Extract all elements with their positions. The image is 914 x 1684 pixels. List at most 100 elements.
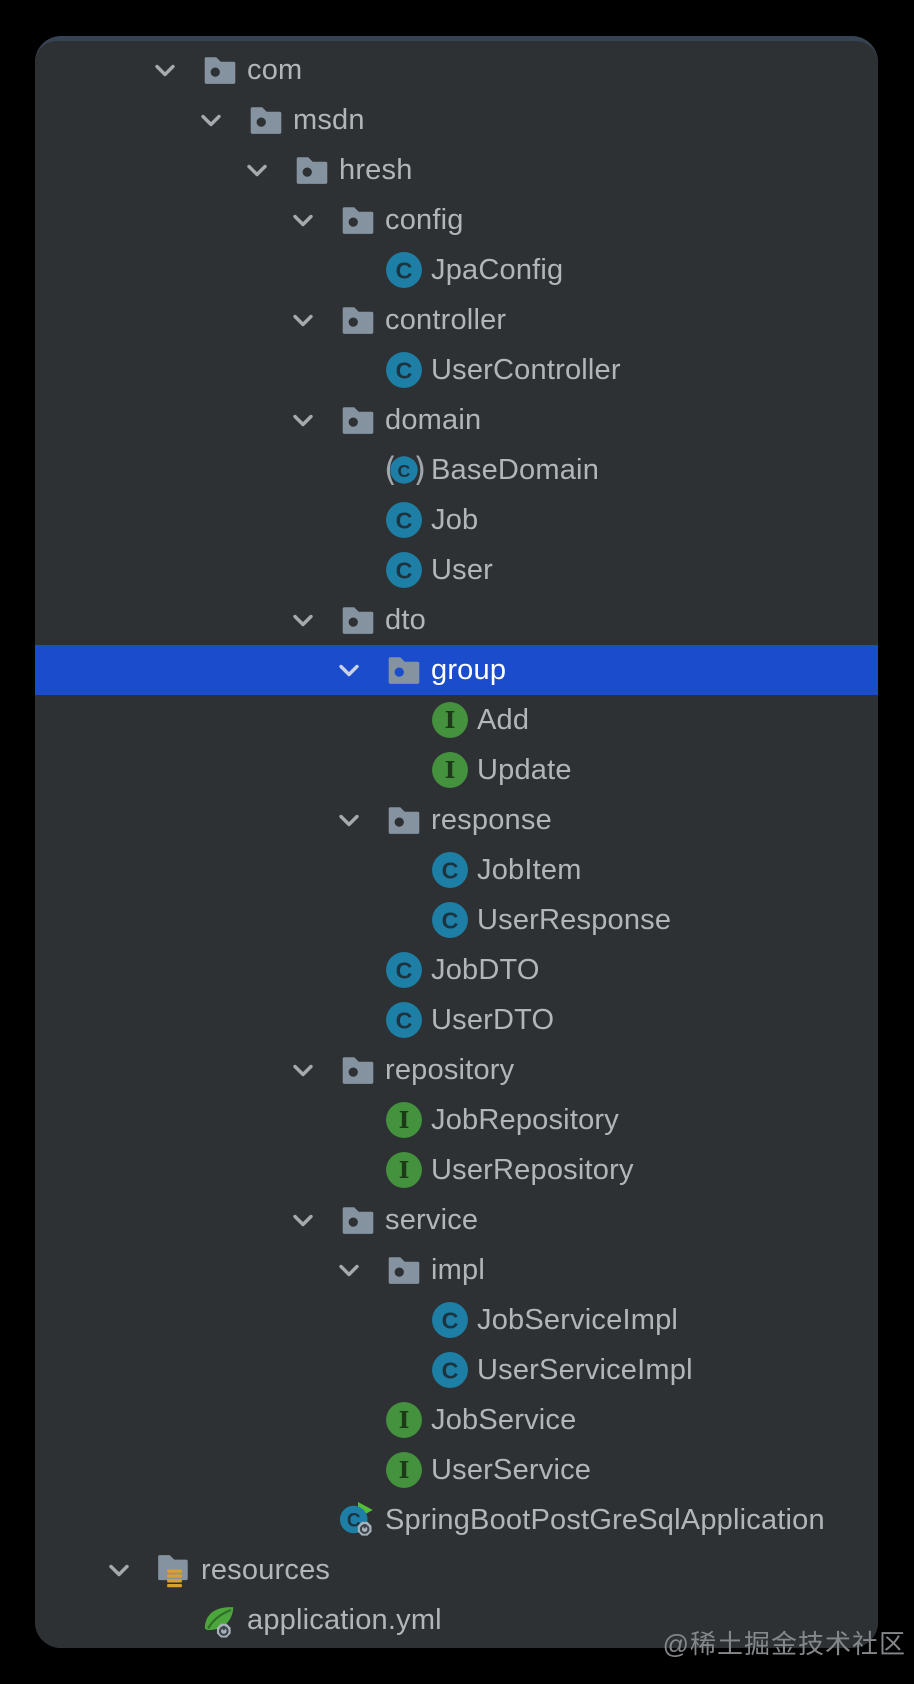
svg-text:C: C — [398, 461, 411, 481]
chevron-down-icon[interactable] — [101, 1552, 137, 1588]
tree-item-group[interactable]: group — [35, 645, 878, 695]
chevron-down-icon[interactable] — [331, 802, 367, 838]
tree-item-label: config — [385, 203, 464, 236]
tree-item-application-yml[interactable]: application.yml — [35, 1595, 878, 1645]
svg-text:C: C — [396, 557, 413, 583]
package-folder-icon — [339, 1051, 377, 1089]
tree-item-resources[interactable]: resources — [35, 1545, 878, 1595]
chevron-down-icon[interactable] — [193, 102, 229, 138]
tree-item-label: UserDTO — [431, 1003, 555, 1036]
tree-item-hresh[interactable]: hresh — [35, 145, 878, 195]
chevron-spacer — [331, 502, 367, 538]
tree-item-label: UserServiceImpl — [477, 1353, 693, 1386]
interface-icon: I — [385, 1401, 423, 1439]
svg-text:C: C — [442, 1357, 459, 1383]
package-folder-icon — [385, 801, 423, 839]
tree-item-repository[interactable]: repository — [35, 1045, 878, 1095]
svg-text:C: C — [396, 357, 413, 383]
class-icon: C — [431, 1351, 469, 1389]
tree-item-label: UserRepository — [431, 1153, 634, 1186]
svg-text:C: C — [396, 1007, 413, 1033]
tree-item-label: service — [385, 1203, 479, 1236]
svg-text:I: I — [399, 1407, 410, 1434]
chevron-down-icon[interactable] — [285, 202, 321, 238]
chevron-down-icon[interactable] — [285, 1202, 321, 1238]
tree-item-controller[interactable]: controller — [35, 295, 878, 345]
tree-item-label: UserController — [431, 353, 621, 386]
class-icon: C — [385, 1001, 423, 1039]
package-folder-icon — [339, 401, 377, 439]
interface-icon: I — [431, 751, 469, 789]
tree-item-jobrepository[interactable]: I JobRepository — [35, 1095, 878, 1145]
tree-item-label: repository — [385, 1053, 515, 1086]
package-folder-icon — [339, 601, 377, 639]
interface-icon: I — [385, 1101, 423, 1139]
svg-text:C: C — [396, 957, 413, 983]
tree-item-label: UserResponse — [477, 903, 672, 936]
class-icon: C — [385, 551, 423, 589]
chevron-down-icon[interactable] — [285, 602, 321, 638]
tree-item-response[interactable]: response — [35, 795, 878, 845]
chevron-spacer — [331, 1402, 367, 1438]
tree-item-label: JobServiceImpl — [477, 1303, 679, 1336]
tree-item-dto[interactable]: dto — [35, 595, 878, 645]
svg-text:C: C — [396, 257, 413, 283]
chevron-spacer — [331, 1152, 367, 1188]
tree-item-label: resources — [201, 1553, 331, 1586]
tree-item-label: msdn — [293, 103, 365, 136]
tree-item-msdn[interactable]: msdn — [35, 95, 878, 145]
class-icon: C — [385, 951, 423, 989]
class-icon: C — [431, 901, 469, 939]
chevron-spacer — [331, 552, 367, 588]
svg-text:I: I — [399, 1107, 410, 1134]
watermark-text: @稀土掘金技术社区 — [662, 1629, 906, 1659]
chevron-down-icon[interactable] — [285, 402, 321, 438]
spring-config-file-icon — [201, 1601, 239, 1639]
tree-item-com[interactable]: com — [35, 45, 878, 95]
tree-item-label: UserService — [431, 1453, 592, 1486]
chevron-spacer — [377, 702, 413, 738]
chevron-down-icon[interactable] — [331, 652, 367, 688]
chevron-down-icon[interactable] — [147, 52, 183, 88]
chevron-spacer — [147, 1602, 183, 1638]
tree-item-label: Add — [477, 703, 530, 736]
tree-item-label: group — [431, 653, 507, 686]
chevron-down-icon[interactable] — [285, 302, 321, 338]
tree-item-config[interactable]: config — [35, 195, 878, 245]
chevron-down-icon[interactable] — [285, 1052, 321, 1088]
tree-item-service[interactable]: service — [35, 1195, 878, 1245]
package-folder-icon — [201, 51, 239, 89]
tree-item-label: com — [247, 53, 303, 86]
abstract-class-icon: ()C — [384, 451, 426, 489]
tree-item-userdto[interactable]: C UserDTO — [35, 995, 878, 1045]
class-icon: C — [431, 1301, 469, 1339]
tree-item-label: JobRepository — [431, 1103, 619, 1136]
chevron-spacer — [285, 1502, 321, 1538]
tree-item-userserviceimpl[interactable]: C UserServiceImpl — [35, 1345, 878, 1395]
tree-item-impl[interactable]: impl — [35, 1245, 878, 1295]
tree-item-domain[interactable]: domain — [35, 395, 878, 445]
chevron-spacer — [377, 902, 413, 938]
chevron-down-icon[interactable] — [239, 152, 275, 188]
chevron-down-icon[interactable] — [331, 1252, 367, 1288]
resources-folder-icon — [155, 1551, 193, 1589]
tree-item-label: Job — [431, 503, 479, 536]
tree-item-usercontroller[interactable]: C UserController — [35, 345, 878, 395]
